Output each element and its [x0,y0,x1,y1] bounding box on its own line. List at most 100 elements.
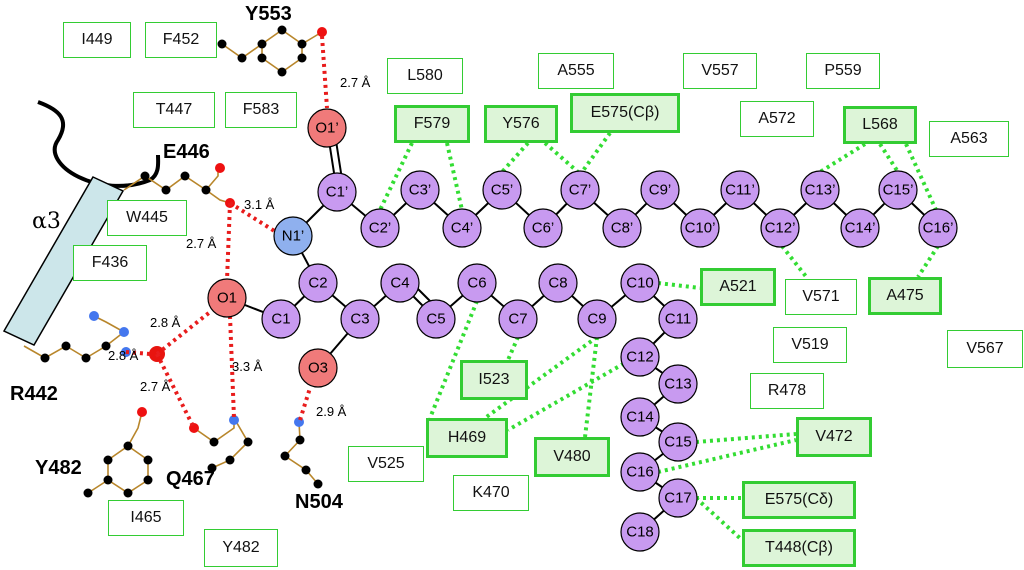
residue-r442-label: R442 [10,383,58,405]
atom-C4: C4 [380,263,420,303]
contact-c6-h469 [428,300,479,419]
atom-O1: O1 [207,278,247,318]
residue-box-l568: L568 [843,106,917,144]
q467-chain [193,415,250,469]
y482-atom-6 [123,488,133,498]
atom-C11p: C11’ [720,170,760,210]
e446-oxygen-1 [215,163,225,173]
atom-C13p: C13’ [800,170,840,210]
dist-e446-n1p: 3.1 Å [244,197,275,212]
atom-C2p: C2’ [360,208,400,248]
contact-c16-v472 [657,438,797,474]
residue-box-e575-cd: E575(Cδ) [742,481,856,519]
atom-label-C11p: C11’ [725,182,755,199]
y553-atom-3 [277,25,287,35]
atom-label-N1p: N1’ [282,228,305,245]
residue-box-a521: A521 [700,268,776,306]
e446-atom-1 [161,185,171,195]
residue-box-y576: Y576 [484,105,558,143]
dist-e446-o1: 2.7 Å [186,236,217,251]
r442-atom-1 [61,341,71,351]
atom-C13: C13 [658,364,698,404]
n504-atom-2 [301,465,311,475]
atom-C17: C17 [658,478,698,518]
atom-C14: C14 [620,397,660,437]
hbond-e446-n1p [228,201,278,234]
atom-label-C4: C4 [390,275,409,292]
q467-nitrogen [229,415,239,425]
e446-atom-0 [140,171,150,181]
contact-c15-v472 [695,432,797,444]
residue-q467-label: Q467 [166,468,215,490]
dist-o1-q467: 3.3 Å [232,359,263,374]
q467-atom-1 [243,437,253,447]
contact-c16p-a475 [916,244,940,279]
atom-C6: C6 [457,263,497,303]
dist-water-q467: 2.7 Å [140,379,171,394]
atom-label-O3: O3 [308,360,328,377]
helix-alpha3 [2,176,125,346]
y482-atom-4 [143,455,153,465]
atom-label-C16: C16 [626,464,654,481]
contact-l568-c15p [878,142,900,174]
atom-C14p: C14’ [840,208,880,248]
r442-atom-3 [101,341,111,351]
residue-box-k470: K470 [453,475,529,511]
q467-atom-0 [209,437,219,447]
contact-y576-c5p [500,141,530,174]
atom-label-C1: C1 [271,311,290,328]
atom-label-C2: C2 [308,275,327,292]
atom-label-C7p: C7’ [569,182,592,199]
atom-label-C16p: C16’ [923,220,954,237]
y553-atom-5 [297,53,307,63]
y482-atom-2 [103,455,113,465]
dist-o3-n504: 2.9 Å [316,404,347,419]
residue-box-e575-cb: E575(Cβ) [570,93,680,133]
contact-c7-i523 [506,336,520,361]
atom-C12: C12 [620,337,660,377]
residue-box-f452: F452 [145,22,217,58]
residue-box-i449: I449 [63,22,131,58]
contact-c9-v480 [583,336,599,438]
y482-oh [127,411,143,447]
contact-f579-c4p [445,142,464,211]
y553-atom-7 [257,53,267,63]
residue-box-f436: F436 [73,245,147,281]
y553-atom-1 [237,53,247,63]
residue-box-v557: V557 [683,53,757,89]
residue-box-a563: A563 [929,121,1009,157]
dist-r442-water: 2.8 Å [108,348,139,363]
atom-label-C9p: C9’ [649,182,672,199]
atom-label-C2p: C2’ [369,220,392,237]
residue-box-a555: A555 [538,53,614,89]
n504-atom-3 [313,479,323,489]
y482-oxygen [137,407,147,417]
hbond-o3-n504 [298,387,312,421]
y482-ring [87,445,149,494]
residue-box-a572: A572 [740,101,814,137]
r442-atom-2 [81,353,91,363]
atom-C4p: C4’ [442,208,482,248]
hbond-water-o1 [155,310,212,356]
atom-C12p: C12’ [760,208,800,248]
atom-O3: O3 [298,348,338,388]
atom-label-C6: C6 [467,275,486,292]
r442-atom-0 [40,353,50,363]
dist-water-o1: 2.8 Å [150,315,181,330]
y482-atom-3 [123,441,133,451]
atom-label-C13: C13 [664,376,692,393]
r442-nitrogen-2 [89,311,99,321]
atom-C1: C1 [261,299,301,339]
atom-C7p: C7’ [560,170,600,210]
n504-atom-0 [295,435,305,445]
atom-C8: C8 [538,263,578,303]
contact-e575b-c7p [580,131,612,174]
atom-label-C9: C9 [587,311,606,328]
contact-l568-c13p [818,142,867,174]
atom-C5: C5 [416,299,456,339]
atom-label-C7: C7 [508,311,527,328]
helix-alpha3-label: α3 [32,209,61,234]
residue-e446-label: E446 [163,141,210,163]
contact-c12p-v571 [780,244,810,281]
